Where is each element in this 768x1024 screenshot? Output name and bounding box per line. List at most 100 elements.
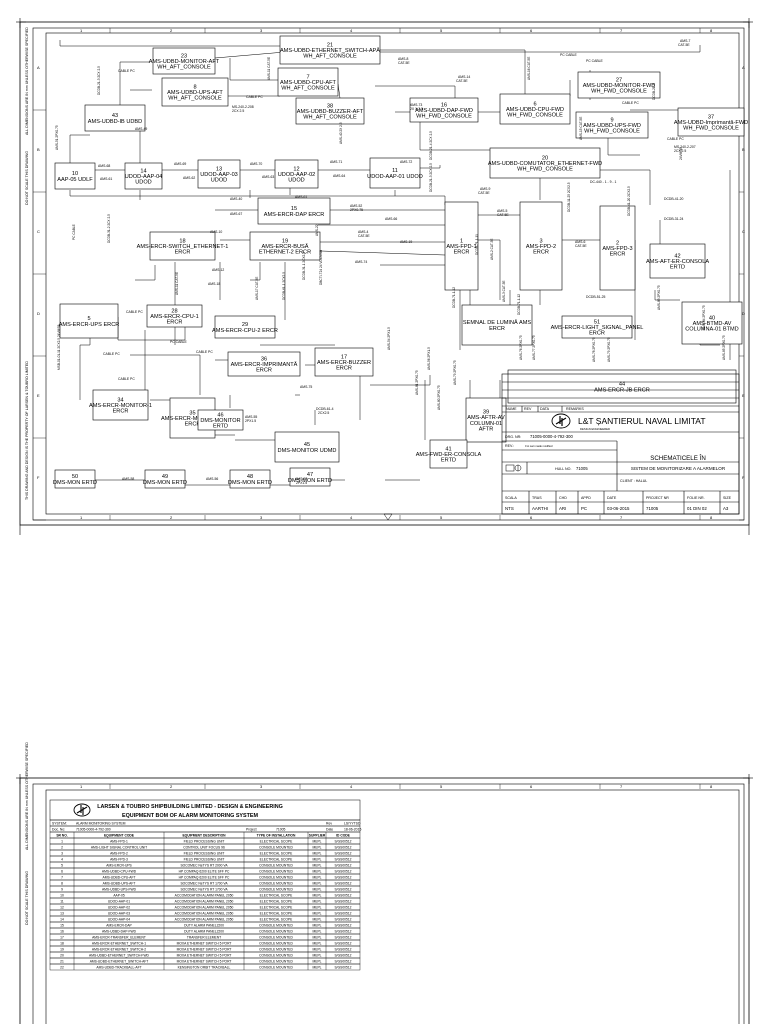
- cable-label: MS-240-2-208: [232, 105, 254, 109]
- bom-cell: ELECTRICAL SCOPE: [260, 839, 293, 843]
- bom-cell: CONSOLE MOUNTED: [259, 935, 293, 939]
- equipment-block-label: AMS-UDBD-COMUTATOR_ETHERNET-FWD: [488, 161, 602, 167]
- grid-number-top: 5: [440, 28, 443, 33]
- equipment-block-label: ERCR: [167, 320, 183, 326]
- equipment-block-label: 16: [441, 102, 447, 108]
- equipment-block-label: UDOD-AAP-04: [125, 174, 163, 180]
- bom-cell: MEPL: [313, 863, 322, 867]
- bom-cell: S/GS00512: [334, 899, 351, 903]
- cable-label: AMS-75: [300, 385, 312, 389]
- bom-cell: MEPL: [313, 953, 322, 957]
- footer-header: SIZE: [723, 496, 732, 500]
- cable-label: AMS-5: [497, 209, 507, 213]
- bom-cell: CONSOLE MOUNTED: [259, 845, 293, 849]
- bom-cell: ELECTRICAL SCOPE: [260, 899, 293, 903]
- grid-number-top: 3: [260, 784, 263, 789]
- bom-meta-cell: 71005-0000-4-792-300: [76, 828, 111, 832]
- cable-label: PC CABLE: [560, 53, 578, 57]
- cable-label: AMS-67: [230, 212, 242, 216]
- equipment-block-label: 9: [610, 117, 613, 123]
- bom-cell: CONSOLE MOUNTED: [259, 869, 293, 873]
- equipment-block-label: 41: [445, 446, 451, 452]
- design-note: DESIGN ENGINEERED: [580, 427, 610, 431]
- bom-cell: S/GS00512: [334, 911, 351, 915]
- bom-cell: MEPL: [313, 845, 322, 849]
- bom-cell: MEPL: [313, 839, 322, 843]
- cable-label: AMS-69: [174, 162, 186, 166]
- bom-cell: ELECTRICAL SCOPE: [260, 911, 293, 915]
- footer-header: CHD: [559, 496, 567, 500]
- bom-cell: S/GS00512: [334, 953, 351, 957]
- cable-label: CABLE PC: [118, 69, 135, 73]
- lt-logo-icon: [551, 413, 571, 429]
- bom-cell: UDOD-AAP-01: [108, 899, 130, 903]
- equipment-block-label: AMS-UDBD-CPU-FWD: [506, 107, 564, 113]
- cable-label: DCDB-31-24: [664, 217, 684, 221]
- equipment-block-label: AMS-UDBD-BUZZER-AFT: [297, 109, 364, 115]
- cable-label: AMS-56: [206, 477, 218, 481]
- cable-label: CAT-5E: [575, 244, 587, 248]
- equipment-block-label: 29: [242, 322, 248, 328]
- revision-header: NUME: [506, 407, 517, 411]
- cable-label-vertical: DCDB-21-8: [652, 83, 656, 100]
- drawing-title-line-1: SCHEMATICELE ÎN: [650, 455, 706, 462]
- drawing-number-label: DRG. NR:: [505, 435, 521, 439]
- equipment-block-label: UDOD: [211, 178, 227, 184]
- bom-cell: AMS-UDBD-ETHERNET_SWITCH-FWD: [89, 953, 150, 957]
- footer-value: NTS: [505, 506, 514, 511]
- cable-label-vertical: AMS-81 2PX0.75: [415, 370, 419, 395]
- bom-cell: HP COMPAQ 6200 ELITE SFF PC: [179, 869, 230, 873]
- cable-label: AMS-58: [122, 477, 134, 481]
- bom-cell: 1: [61, 839, 63, 843]
- bom-cell: AMS-FPD-3: [110, 857, 128, 861]
- equipment-block-label: ERCR: [336, 366, 352, 372]
- bom-cell: MEPL: [313, 905, 322, 909]
- equipment-block-label: 47: [307, 472, 313, 478]
- equipment-block-label: ERTD: [441, 458, 456, 464]
- cable-label: AMS-7: [680, 39, 690, 43]
- grid-number-bottom: 2: [170, 515, 173, 520]
- equipment-block-label: 37: [708, 114, 714, 120]
- bom-cell: ACCOMODATION ALARM PANEL 2050: [175, 917, 234, 921]
- grid-number-bottom: 7: [620, 515, 623, 520]
- grid-number-top: 8: [710, 784, 713, 789]
- equipment-block-label: DMS-MONITOR: [200, 418, 240, 424]
- equipment-block-label: UDOD-AAP-01 UDOD: [367, 174, 423, 180]
- cable-label: CABLE PC: [246, 95, 263, 99]
- bom-cell: S/GS00512: [334, 923, 351, 927]
- cable-label: AMS-57: [295, 477, 307, 481]
- bom-cell: 9: [61, 887, 63, 891]
- bom-cell: S/GS00512: [334, 917, 351, 921]
- bom-cell: 19: [60, 947, 64, 951]
- cable-label-vertical: AMS-40 2X 2.5: [339, 122, 343, 144]
- grid-letter-right: C: [742, 229, 745, 234]
- bom-cell: SOCOMEC NeTYS RT 1700 VA: [180, 881, 228, 885]
- bom-cell: MEPL: [313, 959, 322, 963]
- equipment-block-label: ERCR: [113, 409, 129, 415]
- cable-label: 2CX 2.5: [232, 109, 244, 113]
- equipment-block-label: DMS-MON ERTD: [228, 480, 272, 486]
- cable-label: CABLE PC: [622, 101, 639, 105]
- footer-value: PC: [581, 506, 587, 511]
- equipment-block-label: AMS-UDBD-MONITOR-FWD: [583, 83, 656, 89]
- cable-label: AMS-12: [212, 268, 224, 272]
- grid-letter-left: B: [37, 147, 40, 152]
- bom-cell: AMS-ERCR-ETHERNET_SWITCH-1: [92, 941, 146, 945]
- equipment-block-label: WH_FWD_CONSOLE: [517, 167, 573, 173]
- bom-cell: MEPL: [313, 875, 322, 879]
